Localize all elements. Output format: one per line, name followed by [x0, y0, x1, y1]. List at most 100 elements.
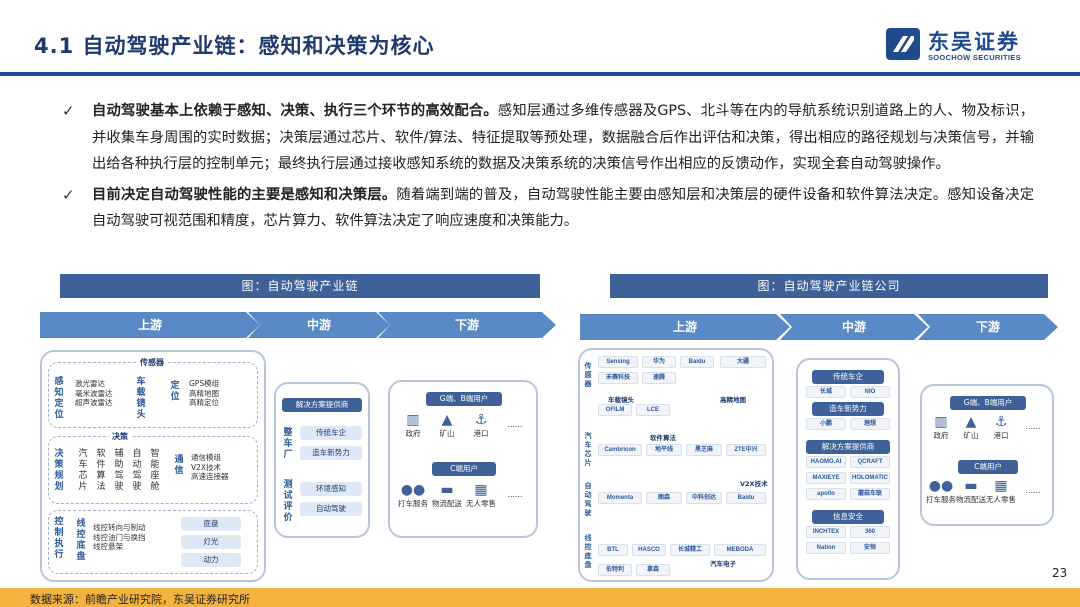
company-logo: 图森 [646, 492, 682, 504]
truck-icon: ▬ [964, 478, 978, 494]
c-item: 无人零售 [986, 495, 1016, 504]
company-logo: 大疆 [720, 356, 766, 368]
brand-logo: 东吴证券 SOOCHOW SECURITIES [886, 24, 1046, 64]
stage-downstream: 下游 [378, 312, 556, 338]
side-label: 汽车芯片 [584, 432, 592, 467]
gb-item: 港口 [993, 431, 1009, 440]
company-logo: OFILM [598, 404, 632, 416]
company-logo: 安恒 [850, 542, 890, 554]
part-pill: 底盘 [181, 517, 241, 531]
group-title: V2X技术 [740, 480, 768, 488]
company-logo: Baidu [726, 492, 766, 504]
company-logo: 理想 [850, 418, 890, 430]
decision-item: 汽车芯片 [78, 449, 88, 492]
part-pill: 灯光 [181, 535, 241, 549]
cart-icon: ▦ [994, 478, 1008, 494]
truck-icon: ▬ [440, 482, 454, 498]
bullet-list: ✓ 自动驾驶基本上依赖于感知、决策、执行三个环节的高效配合。感知层通过多维传感器… [62, 98, 1034, 239]
taxi-cell: ●●打车服务 [398, 482, 428, 509]
gb-item: 矿山 [439, 429, 455, 438]
decision-label: 决策规划 [54, 449, 64, 492]
company-downstream-box: G端、B端用户 ▥政府 ▲矿山 ⚓港口 …… C端用户 ●●打车服务 ▬物流配送… [920, 384, 1054, 526]
building-icon: ▥ [406, 412, 420, 428]
gb-item: 港口 [473, 429, 489, 438]
locate-label: 定位 [170, 381, 180, 402]
company-logo: apollo [806, 488, 846, 500]
stage-midstream: 中游 [248, 312, 390, 338]
crane-icon: ⚓ [474, 412, 488, 428]
c-item: 打车服务 [398, 499, 428, 508]
decision-item: 自动驾驶 [132, 449, 142, 492]
stage-upstream: 上游 [40, 312, 260, 338]
midstream-box: 解决方案提供商 整车厂 传统车企 造车新势力 测试评价 环境感知 自动驾驶 [274, 382, 370, 538]
c-title: C端用户 [432, 462, 496, 476]
mine-cell: ▲矿山 [432, 412, 462, 439]
c-title: C端用户 [958, 460, 1018, 474]
port-cell: ⚓港口 [466, 412, 496, 439]
page-number: 23 [1052, 566, 1068, 580]
test-label: 测试评价 [283, 480, 293, 523]
company-logo: Cambricon [598, 444, 642, 456]
sensor-group-title: 传感器 [137, 357, 167, 368]
checkmark-icon: ✓ [62, 185, 75, 204]
test-item: 自动驾驶 [300, 502, 362, 516]
company-logo: 360 [850, 526, 890, 538]
company-logo: 黑芝麻 [686, 444, 722, 456]
gb-title: G端、B端用户 [426, 392, 502, 406]
company-logo: HASCO [632, 544, 666, 556]
gov-cell: ▥政府 [398, 412, 428, 439]
more-cell: …… [1018, 486, 1048, 495]
chassis-label: 线控底盘 [76, 519, 86, 562]
side-label: 自动驾驶 [584, 482, 592, 517]
oem-label: 整车厂 [283, 428, 293, 460]
company-logo: 速腾 [642, 372, 676, 384]
stage-downstream: 下游 [918, 314, 1058, 340]
company-logo: 华为 [642, 356, 676, 368]
perception-label: 感知定位 [54, 377, 64, 420]
checkmark-icon: ✓ [62, 102, 75, 120]
downstream-box: G端、B端用户 ▥政府 ▲矿山 ⚓港口 …… C端用户 ●●打车服务 ▬物流配送… [388, 380, 538, 538]
solution-title: 解决方案提供商 [282, 398, 362, 412]
c-item: …… [507, 490, 523, 499]
retail-cell: ▦无人零售 [986, 478, 1016, 505]
c-item: 无人零售 [466, 499, 496, 508]
locate-list: GPS模组 高精地图 高精定位 [189, 379, 220, 407]
header-divider [0, 72, 1080, 76]
company-logo: Momenta [598, 492, 642, 504]
company-logo: INCHTEX [806, 526, 846, 538]
figure-caption-right: 图：自动驾驶产业链公司 [610, 274, 1048, 298]
bullet-body: 感知层通过多维传感器及GPS、北斗等在内的导航系统识别道路上的人、物及标识，并收… [92, 103, 1034, 172]
company-logo: BTL [598, 544, 628, 556]
more-cell: …… [1018, 422, 1048, 431]
bullet-item: ✓ 自动驾驶基本上依赖于感知、决策、执行三个环节的高效配合。感知层通过多维传感器… [62, 98, 1034, 178]
company-logo: 禾赛科技 [598, 372, 638, 384]
mid-group-title: 造车新势力 [812, 402, 884, 416]
group-title: 软件算法 [650, 434, 676, 442]
bullet-item: ✓ 目前决定自动驾驶性能的主要是感知和决策层。随着端到端的普及，自动驾驶性能主要… [62, 182, 1034, 235]
company-logo: 中科创达 [686, 492, 722, 504]
group-title: 高精地图 [720, 396, 746, 404]
sensor-list: 激光雷达 毫米波雷达 超声波雷达 [75, 379, 113, 407]
decision-item: 辅助驾驶 [114, 449, 124, 492]
header: 4.1 自动驾驶产业链：感知和决策为核心 东吴证券 SOOCHOW SECURI… [0, 0, 1080, 78]
company-midstream-box: 传统车企 长城 NIO 造车新势力 小鹏 理想 解决方案提供商 HAOMO.AI… [796, 358, 900, 580]
stage-upstream: 上游 [580, 314, 790, 340]
logistics-cell: ▬物流配送 [956, 478, 986, 505]
logo-mark-icon [886, 28, 920, 60]
mountain-icon: ▲ [441, 412, 453, 428]
company-logo: LCE [636, 404, 670, 416]
mine-cell: ▲矿山 [956, 414, 986, 441]
company-logo: Sensing [598, 356, 638, 368]
cart-icon: ▦ [474, 482, 488, 498]
decision-group: 决策 决策规划 汽车芯片 软件算法 辅助驾驶 自动驾驶 智能座舱 通信 通信模组… [48, 431, 258, 504]
group-title: 汽车电子 [710, 560, 736, 568]
company-logo: 小鹏 [806, 418, 846, 430]
company-logo: 长城精工 [670, 544, 710, 556]
sensor-group: 传感器 感知定位 激光雷达 毫米波雷达 超声波雷达 车载镜头 定位 GPS模组 … [48, 357, 258, 428]
people-icon: ●● [400, 482, 426, 498]
more-cell: …… [500, 490, 530, 499]
control-label: 控制执行 [54, 517, 64, 560]
bullet-body: 随着端到端的普及，自动驾驶性能主要由感知层和决策层的硬件设备和软件算法决定。感知… [92, 186, 1034, 230]
decision-item: 智能座舱 [150, 449, 160, 492]
oem-item: 传统车企 [300, 426, 362, 440]
